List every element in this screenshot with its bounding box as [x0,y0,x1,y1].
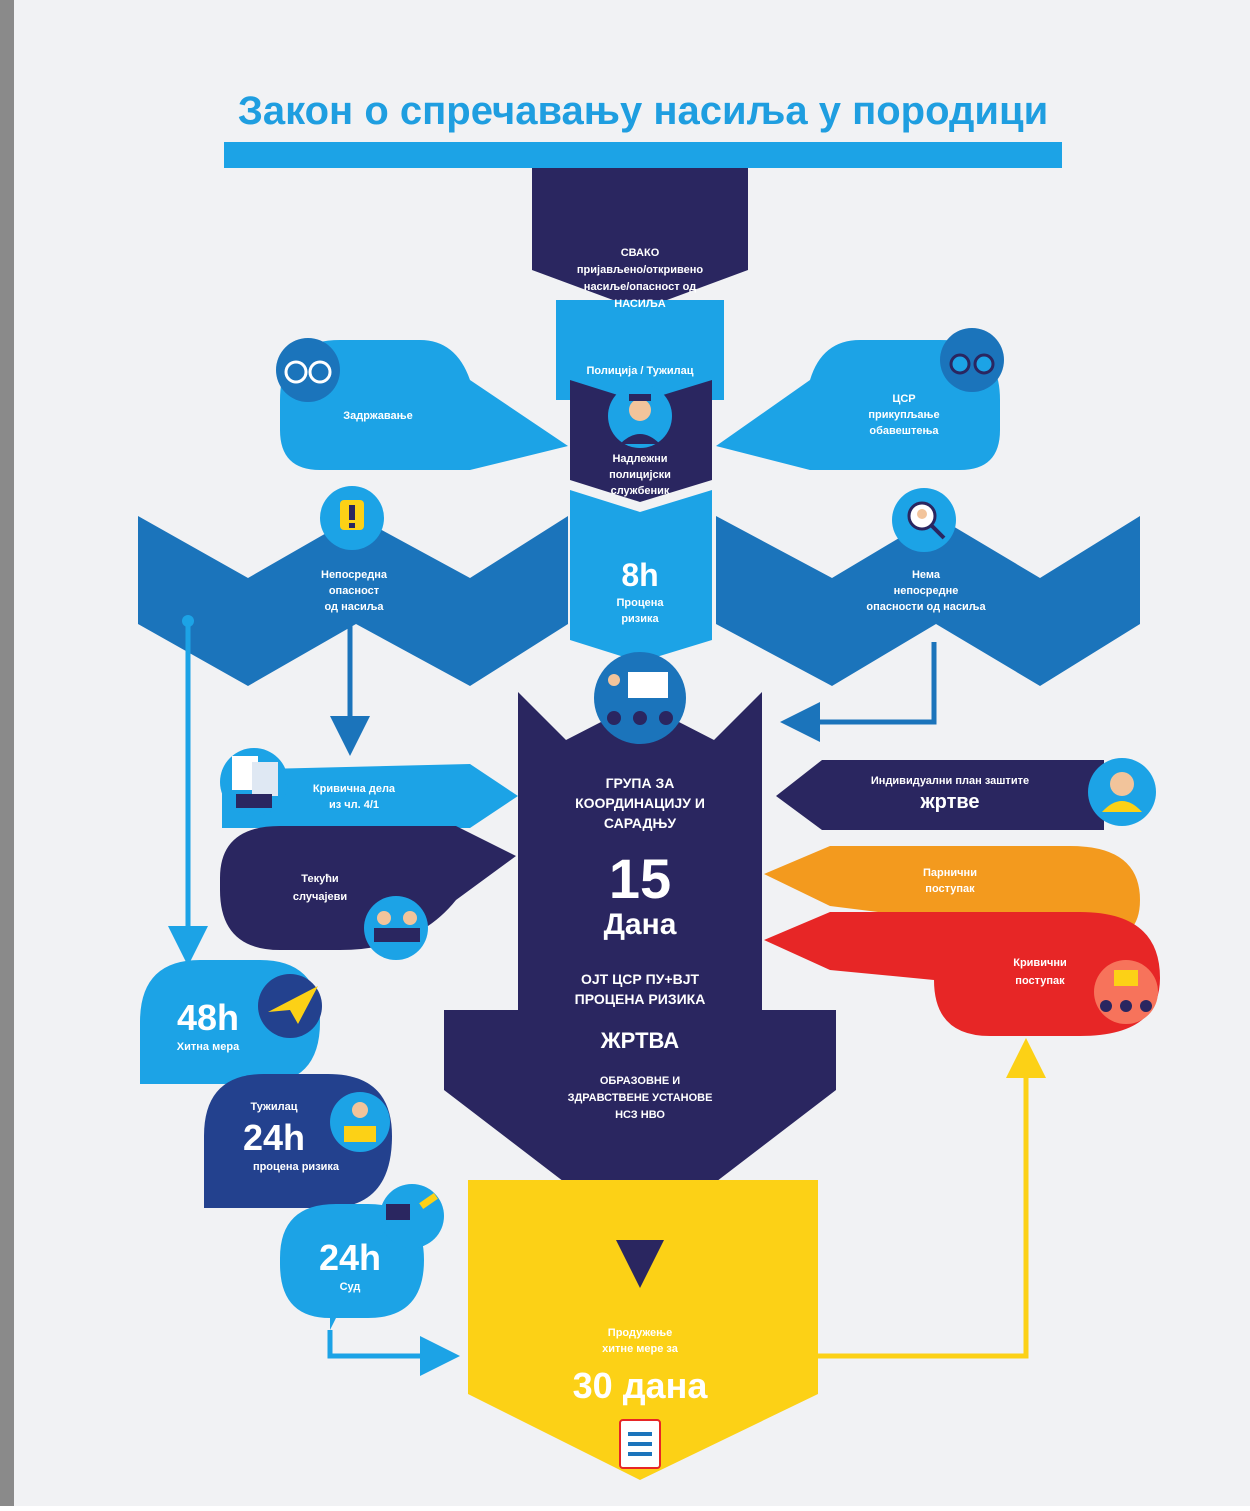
report-line3: насиље/опасност од [584,281,696,293]
civil-line2: поступак [925,883,975,895]
police-label: Полиција / Тужилац [587,365,694,377]
group-days: 15 [609,847,671,910]
report-chevron [532,168,748,310]
risk8-line1: Процена [617,597,665,609]
current-cases-line2: случајеви [293,891,347,903]
protection-plan-line2: жртве [919,791,979,813]
urgent48-hours: 48h [177,997,239,1038]
extended-big: 30 дана [573,1365,709,1406]
left-chevron-band [138,516,568,686]
group-victim: ЖРТВА [600,1028,679,1053]
criminal-acts-line2: из чл. 4/1 [329,799,379,811]
extended-line1: Продужење [608,1327,672,1339]
no-immediate-to-group-arrow [780,642,937,742]
group-line2: КООРДИНАЦИЈУ И [575,795,705,811]
presentation-icon [594,652,686,744]
csr-info-bubble [716,340,1000,470]
documents-icon [220,748,288,816]
binoculars-icon [940,328,1004,392]
criminal-acts-line1: Кривична дела [313,783,396,795]
extended-to-criminal-arrow [818,1038,1046,1359]
current-cases-bubble [220,826,516,950]
current-cases-line1: Текући [301,873,338,885]
protection-plan-line1: Индивидуални план заштите [871,775,1029,787]
report-line4: НАСИЉА [614,298,665,310]
police-officer-icon [608,384,672,448]
prosecutor24-hours: 24h [243,1117,305,1158]
group-line1: ГРУПА ЗА [606,775,675,791]
officer-line2: полицијски [609,469,671,481]
page-title: Закон о спречавању насиља у породици [238,89,1048,133]
group-arrow [444,692,836,1240]
no-immediate-line1: Нема [912,569,941,581]
csr-info-line3: обавештења [869,425,939,437]
courtroom-icon [1094,960,1158,1024]
detention-bubble [280,340,568,470]
right-chevron-band [716,516,1140,686]
extended-shape [468,1180,818,1480]
title-bar [224,142,1062,168]
prosecutor24-sub: процена ризика [253,1161,340,1173]
clipboard-icon [619,1419,661,1469]
risk8-hours: 8h [621,557,658,593]
civil-line1: Парнични [923,867,977,879]
group-line3: САРАДЊУ [604,815,676,831]
paper-plane-icon [258,974,322,1038]
criminal-proc-line1: Кривични [1013,957,1067,969]
alert-icon [320,486,384,550]
group-inst-line1: ОБРАЗОВНЕ И [600,1075,680,1087]
group-inst-line2: ЗДРАВСТВЕНЕ УСТАНОВЕ [568,1092,713,1104]
no-immediate-line2: непосредне [894,585,959,597]
group-members-line1: ОЈТ ЦСР ПУ+ВЈТ [581,971,700,987]
immediate-line3: од насиља [324,601,384,613]
csr-info-line1: ЦСР [892,393,915,405]
criminal-proc-bubble [764,912,1160,1036]
detention-label: Задржавање [343,410,412,422]
officer-line3: службеник [611,485,670,497]
risk8-chevron [570,490,712,662]
urgent48-label: Хитна мера [177,1041,240,1053]
extended-line2: хитне мере за [602,1343,679,1355]
group-days-label: Дана [604,908,677,941]
criminal-acts-bubble [222,764,518,828]
prosecutor-icon [330,1092,390,1152]
immediate-line1: Непосредна [321,569,388,581]
court24-label: Суд [340,1281,361,1293]
csr-info-line2: прикупљање [868,409,939,421]
immediate-line2: опасност [329,585,380,597]
group-members-line2: ПРОЦЕНА РИЗИКА [575,991,706,1007]
report-line1: СВАКО [621,247,660,259]
protection-plan-bubble [776,760,1104,830]
criminal-proc-line2: поступак [1015,975,1065,987]
court24-hours: 24h [319,1237,381,1278]
officer-line1: Надлежни [612,453,667,465]
left-border [0,0,14,1506]
group-inst-line3: НСЗ НВО [615,1109,665,1121]
risk8-line2: ризика [621,613,659,625]
gavel-laptop-icon [380,1184,444,1248]
police-band [556,300,724,400]
report-line2: пријављено/откривено [577,264,703,276]
handcuffs-icon [276,338,340,402]
woman-avatar-icon [1088,758,1156,826]
prosecutor24-label: Тужилац [251,1101,298,1113]
no-immediate-line3: опасности од насиља [866,601,986,613]
court-to-extended-arrow [327,1330,460,1376]
magnifier-person-icon [892,488,956,552]
meeting-people-icon [364,896,428,960]
